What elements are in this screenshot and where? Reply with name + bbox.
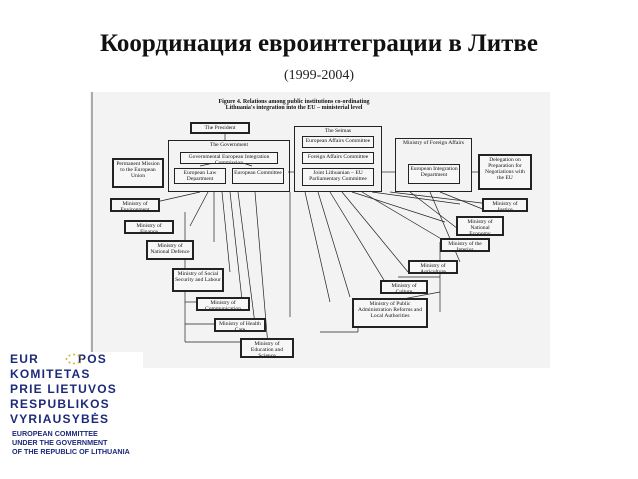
eu-committee-box: European Committee [232, 168, 284, 184]
permanent-mission-box: Permanent Mission to the European Union [112, 158, 164, 188]
logo-english-1: EUROPEAN COMMITTEE [12, 429, 98, 438]
permanent-mission-label: Permanent Mission to the European Union [116, 161, 160, 179]
seimas-label: The Seimas [324, 128, 352, 134]
logo-row-5: VYRIAUSYBĖS [10, 412, 110, 426]
ministry-justice-box: Ministry of Justice [482, 198, 528, 212]
ministry-social-security-box: Ministry of Social Security and Labour [172, 268, 224, 292]
ministry-agriculture-box: Ministry of Agriculture [408, 260, 458, 274]
seimas-joint-box: Joint Lithuanian – EU Parliamentary Comm… [302, 168, 374, 186]
ministry-defence-box: Ministry of National Defence [146, 240, 194, 260]
president-label: The President [204, 125, 236, 131]
government-group: The Government [168, 140, 290, 192]
ministry-label: Ministry of Agriculture [420, 263, 446, 274]
logo-row-3: PRIE LIETUVOS [10, 382, 117, 396]
figure-caption: Figure 4. Relations among public institu… [194, 98, 394, 114]
logo-row-2: KOMITETAS [10, 367, 91, 381]
mfa-label: Ministry of Foreign Affairs [403, 140, 464, 146]
government-label: The Government [209, 142, 249, 148]
eu-law-dept-label: European Law Department [183, 170, 217, 182]
seimas-group: The Seimas [294, 126, 382, 192]
seimas-joint-label: Joint Lithuanian – EU Parliamentary Comm… [309, 170, 367, 182]
eu-law-dept-box: European Law Department [174, 168, 226, 184]
ministry-label: Ministry of Finance [136, 223, 162, 234]
ministry-label: Ministry of Education and Science [250, 341, 284, 358]
ministry-label: Ministry of National Economy [467, 219, 493, 236]
ministry-label: Ministry of Communication [204, 300, 242, 311]
seimas-foreign-box: Foreign Affairs Committee [302, 152, 374, 164]
ministry-economy-box: Ministry of National Economy [456, 216, 504, 236]
gov-commission-box: Governmental European Integration Commis… [180, 152, 278, 164]
eu-stars-icon [65, 353, 83, 365]
logo-row-4: RESPUBLIKOS [10, 397, 110, 411]
ministry-education-box: Ministry of Education and Science [240, 338, 294, 358]
seimas-foreign-label: Foreign Affairs Committee [307, 154, 369, 160]
mfa-group: Ministry of Foreign Affairs [395, 138, 472, 192]
ministry-label: Ministry of Justice [492, 201, 518, 212]
gov-commission-label: Governmental European Integration Commis… [188, 154, 270, 164]
connector-lines [91, 92, 491, 368]
delegation-box: Delegation on Preparation for Negotiatio… [478, 154, 532, 190]
seimas-eu-affairs-box: European Affairs Committee [302, 136, 374, 148]
ministry-environment-box: Ministry of Environment [110, 198, 160, 212]
ministry-finance-box: Ministry of Finance [124, 220, 174, 234]
mfa-dept-box: European Integration Department [408, 164, 460, 184]
ministry-label: Ministry of Culture [391, 283, 417, 294]
ministry-public-administration-box: Ministry of Public Administration Reform… [352, 298, 428, 328]
slide-title: Координация евроинтеграции в Литве [99, 30, 539, 57]
ministry-label: Ministry of Health Care [219, 321, 261, 332]
ministry-interior-box: Ministry of the Interior [440, 238, 490, 252]
mfa-dept-label: European Integration Department [410, 166, 458, 178]
ministry-label: Ministry of Public Administration Reform… [357, 301, 422, 319]
ministry-label: Ministry of Social Security and Labour [175, 271, 221, 283]
org-chart-figure: Figure 4. Relations among public institu… [90, 92, 550, 368]
eu-committee-label: European Committee [234, 170, 282, 176]
logo-row-1-right: POS [78, 352, 107, 366]
logo-english-2: UNDER THE GOVERNMENT [12, 438, 108, 447]
ministry-culture-box: Ministry of Culture [380, 280, 428, 294]
delegation-label: Delegation on Preparation for Negotiatio… [485, 157, 525, 181]
logo-row-1-left: EUR [10, 352, 39, 366]
ministry-communication-box: Ministry of Communication [196, 297, 250, 311]
caption-line-2: Lithuania's integration into the EU – mi… [225, 105, 363, 111]
president-box: The President [190, 122, 250, 134]
slide-subtitle: (1999-2004) [284, 68, 354, 83]
ministry-health-care-box: Ministry of Health Care [214, 318, 266, 332]
seimas-eu-affairs-label: European Affairs Committee [305, 138, 371, 144]
ministry-label: Ministry of Environment [120, 201, 150, 212]
caption-line-1: Figure 4. Relations among public institu… [218, 99, 370, 105]
logo-english-3: OF THE REPUBLIC OF LITHUANIA [12, 447, 130, 456]
european-committee-logo: EUR POS KOMITETAS PRIE LIETUVOS RESPUBLI… [10, 352, 143, 456]
ministry-label: Ministry of the Interior [448, 241, 482, 252]
logo-row-1: EUR POS [10, 352, 143, 366]
ministry-label: Ministry of National Defence [150, 243, 190, 255]
